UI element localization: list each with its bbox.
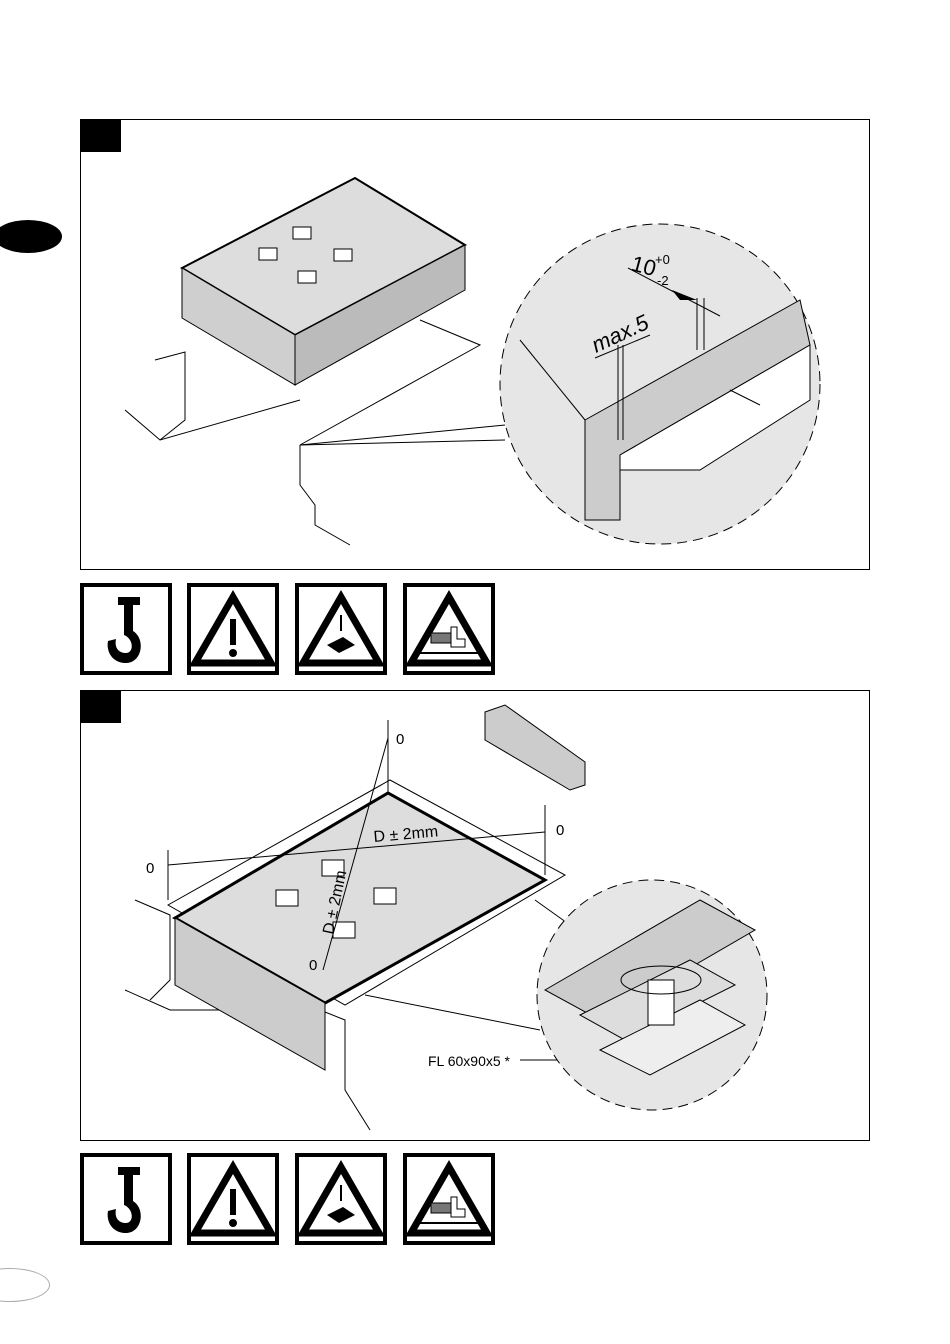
step-number-box: [81, 120, 121, 152]
general-warning-icon: [187, 1153, 279, 1245]
diagonal-tolerance-1: D ± 2mm: [373, 823, 439, 846]
suspended-load-warning-icon: [295, 1153, 387, 1245]
crushing-feet-warning-icon: [403, 583, 495, 675]
crushing-feet-warning-icon: [403, 1153, 495, 1245]
level-right-label: 0: [556, 822, 564, 839]
general-warning-icon: [187, 583, 279, 675]
tolerance-lower: -2: [657, 273, 669, 288]
figure-panel-2: [80, 690, 870, 1141]
level-top-label: 0: [396, 731, 404, 748]
step-number-box: [81, 691, 121, 723]
level-left-label: 0: [146, 860, 154, 877]
figure-panel-1: [80, 119, 870, 570]
crane-hook-icon: [80, 1153, 172, 1245]
section-tab-marker: [0, 220, 62, 253]
plate-label: FL 60x90x5 *: [428, 1053, 511, 1069]
crane-hook-icon: [80, 583, 172, 675]
suspended-load-warning-icon: [295, 583, 387, 675]
level-bottom-label: 0: [309, 957, 317, 974]
tolerance-upper: +0: [655, 252, 670, 267]
